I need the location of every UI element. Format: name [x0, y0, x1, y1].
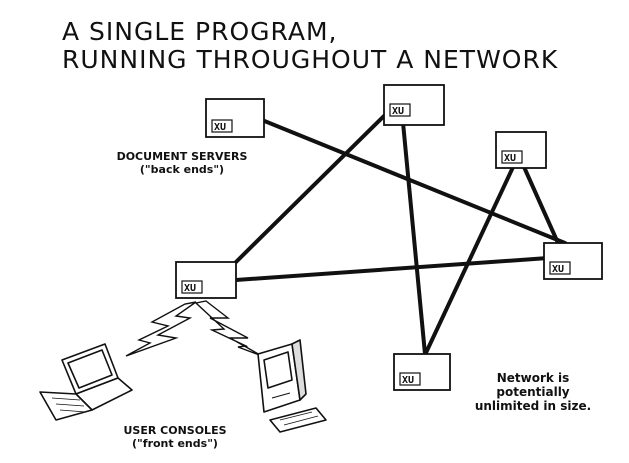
laptop-console-icon: [39, 343, 133, 421]
desktop-console-icon: [257, 339, 327, 433]
link-top-left-to-right: [260, 118, 567, 245]
diagram-title-line-2: RUNNING THROUGHOUT A NETWORK: [62, 45, 559, 74]
user-consoles-label-line1: USER CONSOLES: [123, 424, 227, 437]
node-middle: [175, 261, 237, 299]
document-servers-label-line2: ("back ends"): [139, 163, 225, 176]
node-top-right: [495, 131, 547, 169]
node-right: [543, 242, 603, 280]
network-note-line2: potentially: [496, 385, 570, 399]
lightning-bolt-right: [194, 300, 263, 357]
node-top-right-badge: XU: [504, 153, 516, 164]
node-top-center-badge: XU: [392, 106, 404, 117]
user-consoles-label-line2: ("front ends"): [132, 437, 218, 450]
node-bottom: [393, 353, 451, 391]
node-bottom-badge: XU: [402, 375, 414, 386]
link-top-center-to-middle: [234, 108, 392, 264]
node-right-badge: XU: [552, 264, 564, 275]
network-note-line3: unlimited in size.: [474, 399, 592, 413]
link-top-right-to-right: [518, 156, 560, 245]
node-middle-badge: XU: [184, 283, 196, 294]
link-top-right-to-bottom: [422, 163, 516, 359]
lightning-bolt-left: [125, 301, 197, 357]
user-consoles-label: USER CONSOLES ("front ends"): [110, 424, 240, 450]
node-top-left: [205, 98, 265, 138]
network-note: Network is potentially unlimited in size…: [468, 371, 598, 413]
node-top-left-badge: XU: [214, 122, 226, 133]
document-servers-label-line1: DOCUMENT SERVERS: [116, 150, 248, 163]
node-top-center: [383, 84, 445, 126]
link-middle-to-right: [234, 256, 550, 282]
diagram-title-line-1: A SINGLE PROGRAM,: [62, 17, 338, 46]
document-servers-label: DOCUMENT SERVERS ("back ends"): [92, 150, 272, 176]
network-note-line1: Network is: [496, 371, 570, 385]
link-top-center-to-bottom: [400, 110, 427, 356]
